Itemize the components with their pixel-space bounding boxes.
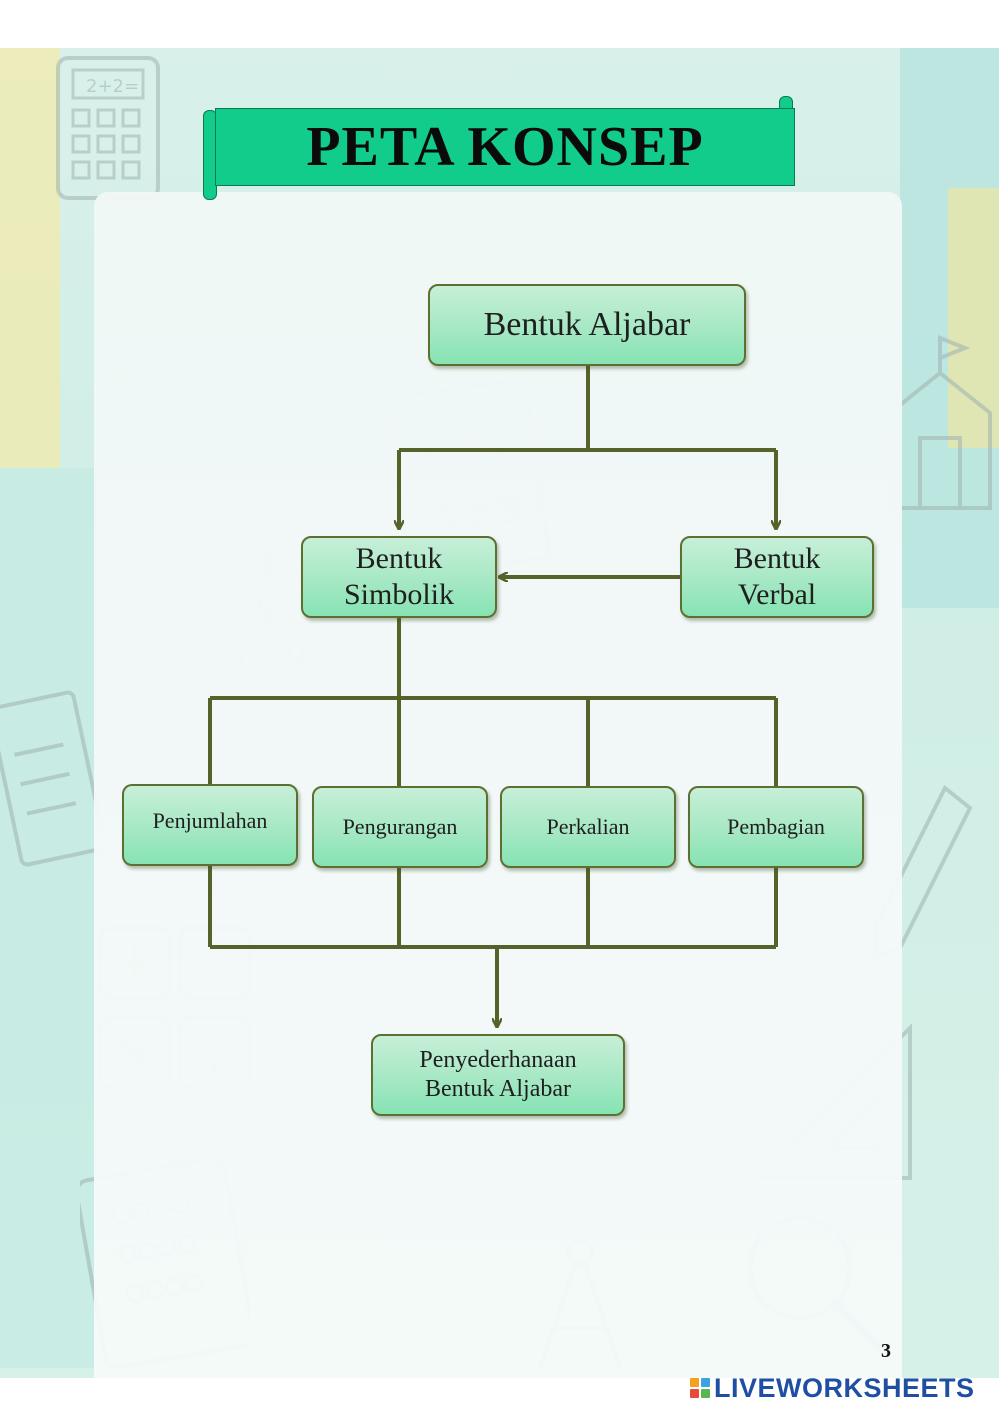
node-pembagian-label: Pembagian <box>727 813 825 839</box>
node-penyederhanaan-line1: Penyederhanaan <box>419 1047 577 1074</box>
node-bentuk-simbolik-line2: Simbolik <box>343 578 455 611</box>
liveworksheets-logo-icon <box>690 1378 710 1398</box>
node-bentuk-verbal-line1: Bentuk <box>733 542 821 575</box>
decor-stripe-yellow-right <box>948 188 999 448</box>
decor-stripe-teal-left <box>0 468 94 1368</box>
node-bentuk-verbal: Bentuk Verbal <box>680 536 874 618</box>
node-bentuk-simbolik: Bentuk Simbolik <box>301 536 497 618</box>
node-bentuk-aljabar: Bentuk Aljabar <box>428 284 746 366</box>
node-pengurangan-label: Pengurangan <box>342 813 458 839</box>
liveworksheets-wordmark: LIVEWORKSHEETS <box>714 1372 975 1403</box>
node-pengurangan: Pengurangan <box>312 786 488 868</box>
page-title: PETA KONSEP <box>306 116 704 178</box>
node-penjumlahan: Penjumlahan <box>122 784 298 866</box>
node-pembagian: Pembagian <box>688 786 864 868</box>
node-penyederhanaan: Penyederhanaan Bentuk Aljabar <box>371 1034 625 1116</box>
node-bentuk-simbolik-line1: Bentuk <box>355 542 443 575</box>
node-bentuk-aljabar-label: Bentuk Aljabar <box>483 305 691 343</box>
liveworksheets-brand[interactable]: LIVEWORKSHEETS <box>690 1372 975 1404</box>
title-banner-scroll: PETA KONSEP <box>203 96 797 200</box>
node-perkalian: Perkalian <box>500 786 676 868</box>
svg-text:2+2=: 2+2= <box>86 76 139 97</box>
decor-stripe-yellow-left <box>0 48 60 468</box>
page-number: 3 <box>881 1340 891 1362</box>
node-penjumlahan-label: Penjumlahan <box>152 807 268 833</box>
worksheet-icon <box>0 690 100 867</box>
title-banner: PETA KONSEP <box>215 108 795 186</box>
node-penyederhanaan-line2: Bentuk Aljabar <box>425 1076 571 1102</box>
node-perkalian-label: Perkalian <box>546 813 630 839</box>
node-bentuk-verbal-line2: Verbal <box>737 578 817 611</box>
